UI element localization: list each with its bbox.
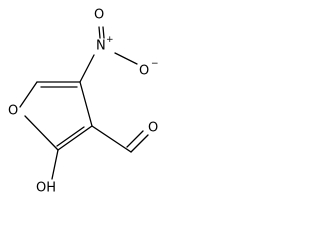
bond-ring-o-c5: [19, 81, 38, 108]
ring-oxygen-label: O: [8, 104, 18, 119]
bond-cho-o: [130, 134, 149, 153]
bond-ring-c4-c3: [79, 81, 93, 127]
bond-c4-n: [79, 54, 95, 83]
nitro-plus-charge: +: [106, 35, 114, 45]
bond-ring-c3-c2-inner: [56, 126, 85, 147]
molecule-structure: O N + O O − O OH: [0, 0, 174, 207]
hydroxyl-label: OH: [36, 181, 56, 196]
aldehyde-oxygen-label: O: [148, 121, 158, 136]
nitro-nitrogen-label: N: [96, 39, 106, 54]
bond-ring-c2-o: [24, 115, 59, 151]
background: [0, 0, 174, 207]
bond-n-o-right: [114, 52, 138, 65]
bond-c3-cho: [91, 125, 132, 153]
bond-ring-c3-c2: [57, 125, 93, 151]
bond-n-o-top: [98, 26, 101, 39]
bond-n-o-top-double: [102, 26, 105, 39]
nitro-minus-charge: −: [151, 59, 159, 69]
bond-c2-oh: [51, 149, 59, 180]
nitro-oxygen-right-label: O: [139, 64, 149, 79]
bond-cho-o-double: [126, 130, 144, 148]
nitro-oxygen-top-label: O: [94, 8, 104, 23]
